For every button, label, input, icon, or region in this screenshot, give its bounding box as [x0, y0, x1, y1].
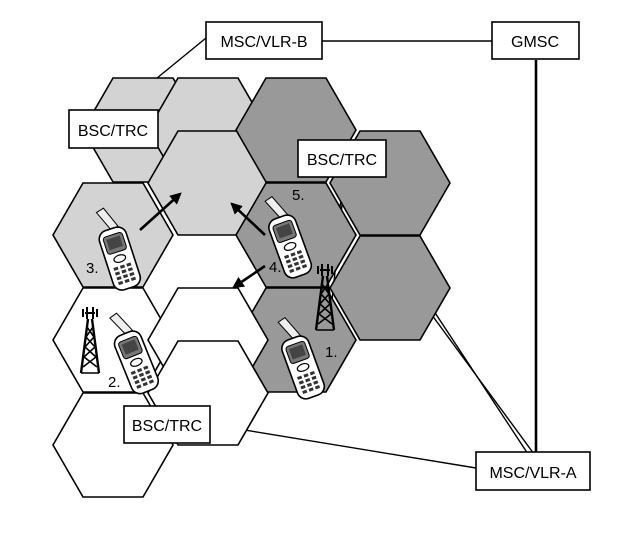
cell	[329, 235, 451, 341]
step-3-label: 3.	[86, 260, 99, 277]
step-4-label: 4.	[269, 259, 282, 276]
bsc-top-left-label: BSC/TRC	[78, 123, 148, 140]
step-1-label: 1.	[325, 344, 338, 361]
gmsc-label: GMSC	[511, 34, 559, 51]
step-5-label: 5.	[292, 187, 305, 204]
bsc-top-left-box: BSC/TRC	[68, 109, 159, 149]
movement-arrow-icon	[139, 192, 182, 231]
step-2-label: 2.	[108, 374, 121, 391]
gmsc-box: GMSC	[491, 21, 580, 60]
msc-vlr-a-box: MSC/VLR-A	[475, 451, 591, 491]
movement-arrow-icon	[232, 264, 266, 289]
msc-vlr-b-label: MSC/VLR-B	[220, 34, 307, 51]
bsc-top-right-box: BSC/TRC	[297, 139, 387, 178]
movement-arrow-icon	[230, 202, 266, 236]
bsc-bottom-box: BSC/TRC	[123, 405, 211, 444]
msc-vlr-a-label: MSC/VLR-A	[489, 465, 576, 482]
bsc-top-right-label: BSC/TRC	[307, 152, 377, 169]
bsc-bottom-label: BSC/TRC	[132, 418, 202, 435]
msc-vlr-b-box: MSC/VLR-B	[205, 21, 323, 60]
